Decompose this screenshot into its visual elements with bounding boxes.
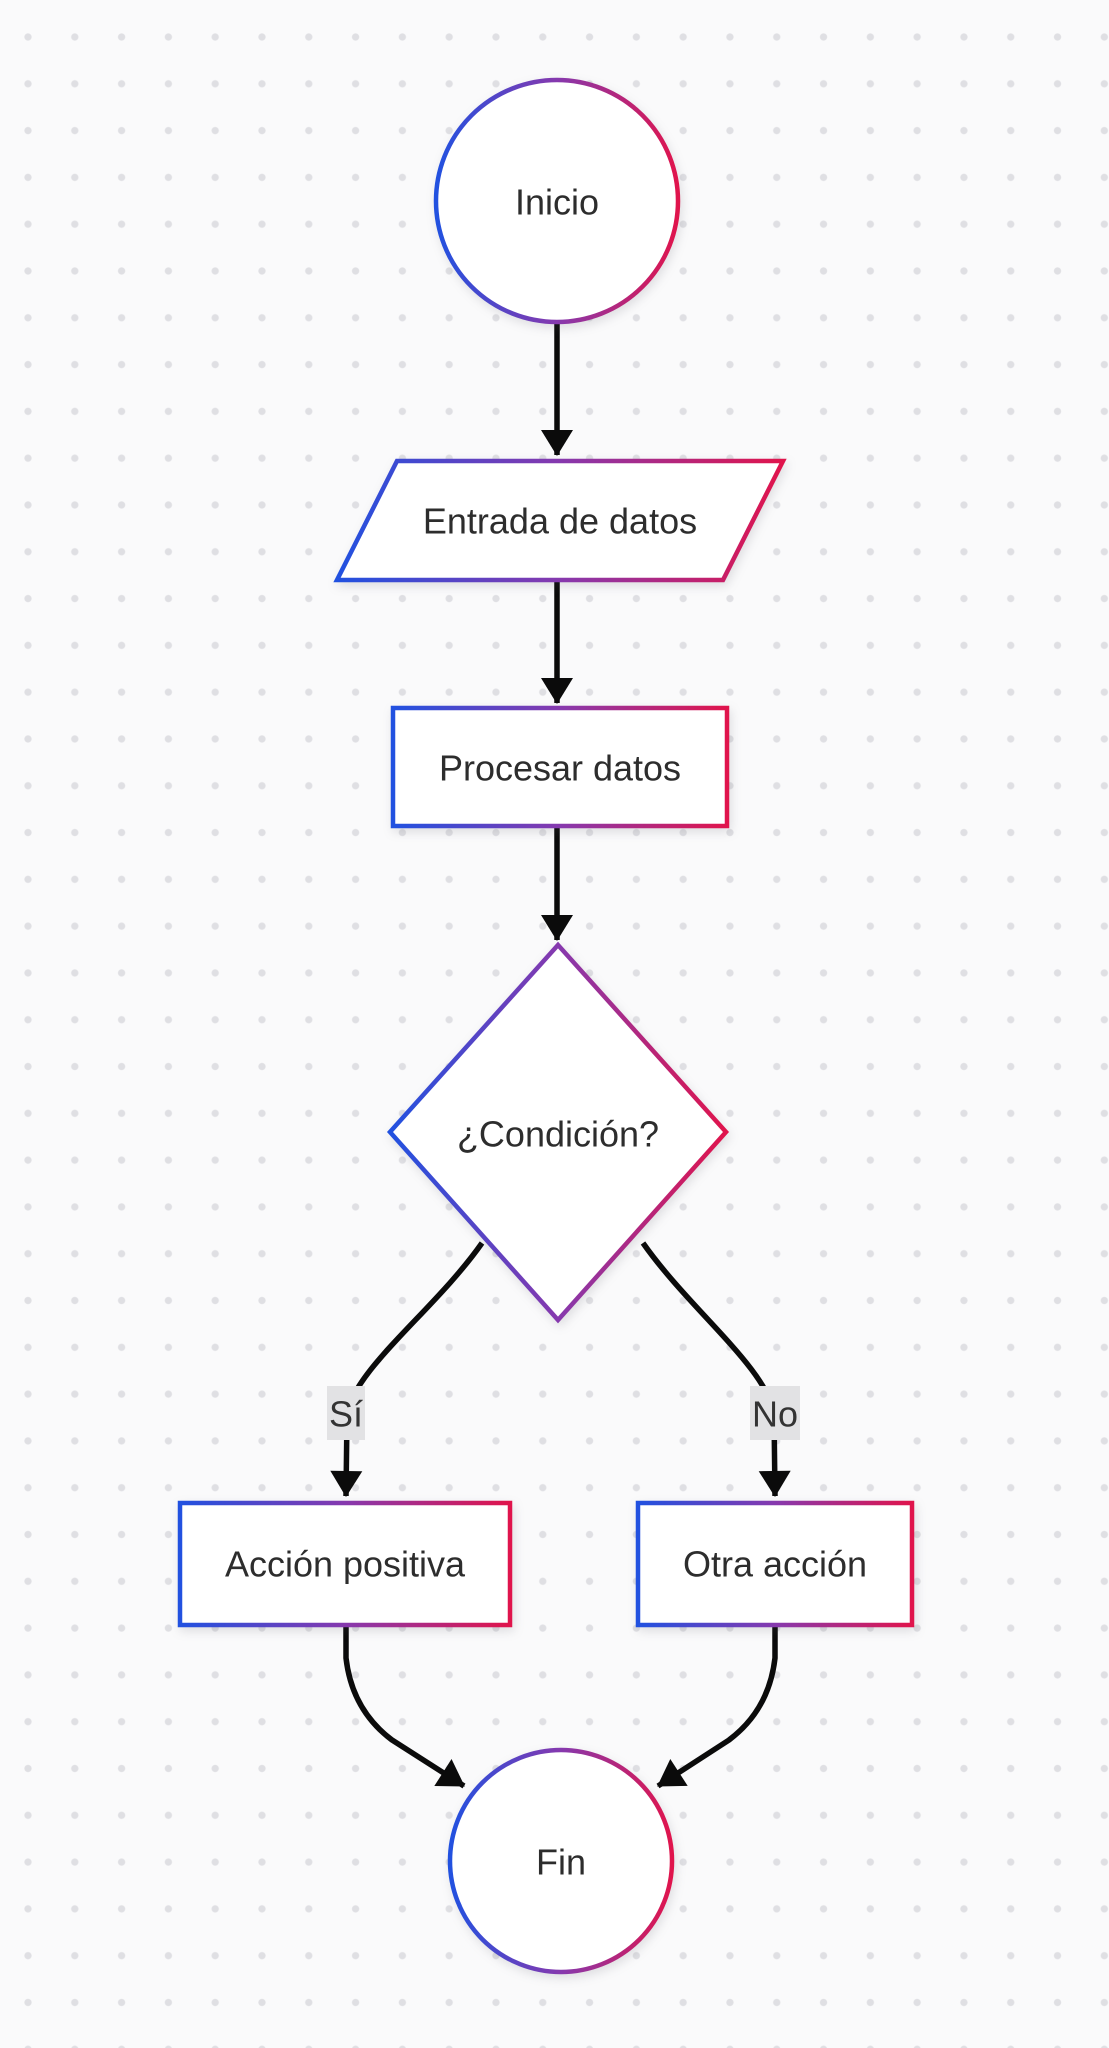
edge-label-no-text: No [752, 1394, 798, 1435]
edge-label-si-background [327, 1386, 365, 1440]
edge-label-no: No [750, 1386, 800, 1440]
node-otra-accion-label: Otra acción [683, 1544, 867, 1585]
edge-label-si-text: Sí [329, 1394, 363, 1435]
input-parallelogram-shape [333, 458, 787, 583]
process-rectangle-shape [390, 705, 730, 829]
edge-condicion-accion-positiva [330, 1241, 485, 1497]
node-condicion: ¿Condición? [386, 941, 730, 1324]
node-accion-positiva-label: Acción positiva [225, 1544, 466, 1585]
node-procesar-datos: Procesar datos [390, 705, 730, 829]
edge-accion-positiva-fin [343, 1626, 466, 1789]
node-entrada-de-datos: Entrada de datos [333, 458, 787, 583]
node-procesar-label: Procesar datos [439, 748, 681, 789]
decision-diamond-shape [386, 941, 730, 1324]
node-accion-positiva: Acción positiva [177, 1500, 513, 1628]
end-circle-shape [447, 1747, 675, 1975]
node-inicio: Inicio [433, 77, 681, 325]
node-fin: Fin [447, 1747, 675, 1975]
edge-label-no-background [750, 1386, 800, 1440]
edge-condicion-otra-accion [640, 1241, 791, 1497]
node-inicio-label: Inicio [515, 182, 599, 223]
action-other-rectangle-shape [635, 1500, 915, 1628]
edge-label-si: Sí [327, 1386, 365, 1440]
node-otra-accion: Otra acción [635, 1500, 915, 1628]
action-positive-rectangle-shape [177, 1500, 513, 1628]
edge-otra-accion-fin [656, 1626, 778, 1789]
node-fin-label: Fin [536, 1842, 586, 1883]
node-condicion-label: ¿Condición? [457, 1114, 659, 1155]
node-entrada-label: Entrada de datos [423, 501, 697, 542]
start-circle-shape [433, 77, 681, 325]
